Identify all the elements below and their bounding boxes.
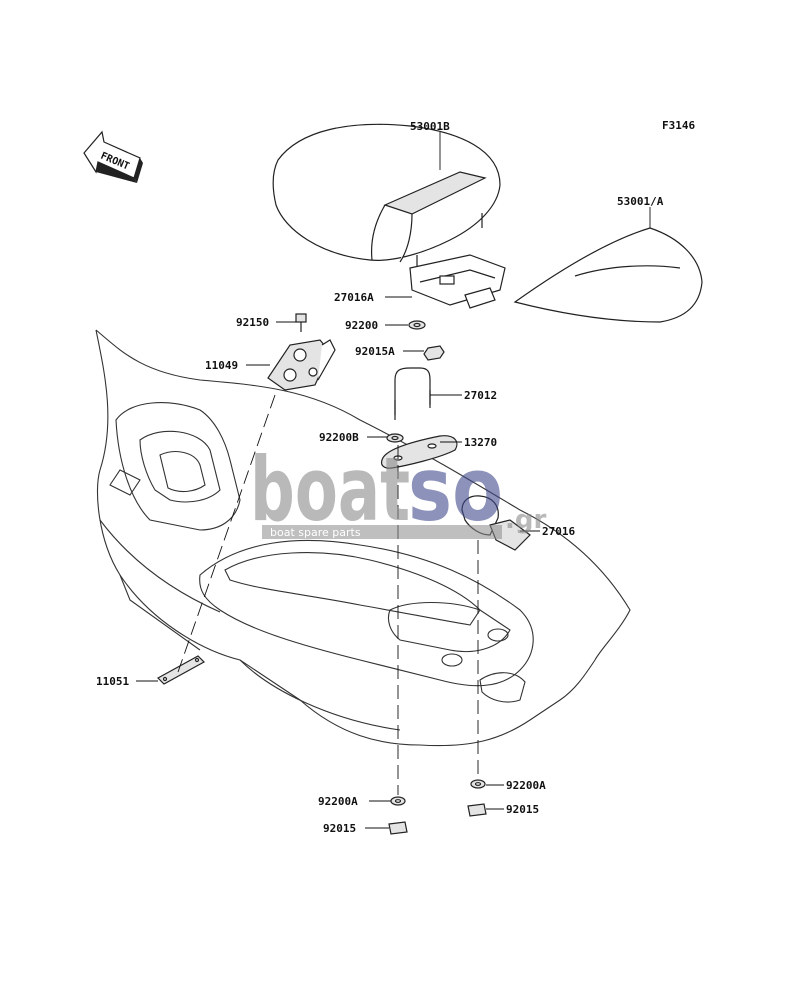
washer-92200b [386, 433, 404, 443]
bracket-11049 [267, 339, 336, 391]
nut-92015-left [388, 821, 408, 835]
u-bolt-27012 [394, 367, 431, 420]
rear-seat-53001b [272, 123, 501, 266]
leader-lines [136, 132, 651, 829]
washer-92200a-right [470, 779, 486, 789]
callout-92015-right: 92015 [506, 803, 539, 816]
nut-92015-right [467, 803, 487, 817]
seat-bracket-27016a [409, 254, 506, 309]
watermark-suffix: .gr [505, 505, 546, 535]
watermark-tagline: boat spare parts [270, 526, 361, 539]
strap-11051 [157, 655, 205, 685]
plate-13270 [380, 435, 458, 469]
callout-11051: 11051 [96, 675, 129, 688]
callout-53001a: 53001/A [617, 195, 664, 208]
hull [95, 329, 631, 747]
front-arrow-icon: FRONT [83, 130, 143, 183]
callout-27016: 27016 [542, 525, 575, 538]
callout-92200a-right: 92200A [506, 779, 546, 792]
callout-11049: 11049 [205, 359, 238, 372]
assembly-line-strap [177, 394, 276, 673]
watermark-logo: boat so .gr boat spare parts [250, 438, 546, 541]
callout-27012: 27012 [464, 389, 497, 402]
front-seat-53001a [513, 227, 703, 323]
callout-53001b: 53001B [410, 120, 450, 133]
figure-code: F3146 [662, 119, 695, 132]
callout-92200: 92200 [345, 319, 378, 332]
watermark-brand-part2: so [408, 438, 503, 541]
callout-27016a: 27016A [334, 291, 374, 304]
callout-92200b: 92200B [319, 431, 359, 444]
washer-92200 [408, 320, 426, 330]
watermark-brand-part1: boat [250, 438, 410, 541]
callout-92015-left: 92015 [323, 822, 356, 835]
callout-92200a-left: 92200A [318, 795, 358, 808]
callout-92150: 92150 [236, 316, 269, 329]
callout-13270: 13270 [464, 436, 497, 449]
nut-92015a [423, 345, 445, 361]
callout-92015a: 92015A [355, 345, 395, 358]
bolt-92150 [295, 313, 307, 332]
washer-92200a-left [390, 796, 406, 806]
